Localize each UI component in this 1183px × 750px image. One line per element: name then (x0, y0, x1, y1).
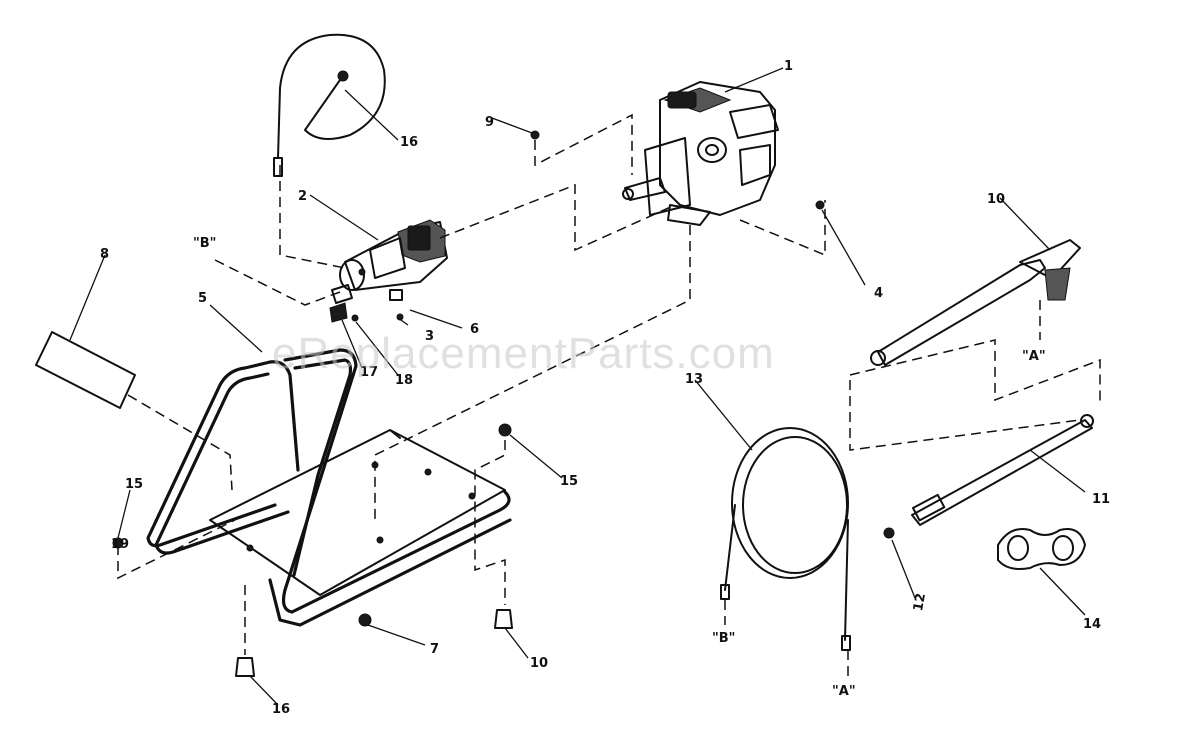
callout-7: 7 (430, 642, 439, 657)
callout-14: 14 (1083, 617, 1101, 632)
callout-11: 11 (1092, 492, 1110, 507)
callout-6: 6 (470, 322, 479, 337)
callout-labels: 1 2 3 4 5 6 7 8 9 10 10 11 12 13 14 15 1… (100, 59, 1110, 717)
callout-2: 2 (298, 189, 307, 204)
callout-18: 18 (395, 373, 413, 388)
spray-wand (911, 414, 1094, 526)
hose-coil-lower (720, 427, 851, 651)
callout-9: 9 (485, 115, 494, 130)
engine (622, 81, 779, 226)
callout-16-pump: 16 (400, 135, 418, 150)
callout-8: 8 (100, 247, 109, 262)
nozzle-holder (997, 528, 1086, 570)
callout-10-foot: 10 (530, 656, 548, 671)
watermark: eReplacementParts.com (272, 329, 775, 378)
callout-1: 1 (784, 59, 793, 74)
connector-labels: "A" "A" "B" "B" (193, 236, 1046, 699)
callout-15-left: 15 (125, 477, 143, 492)
callout-3: 3 (425, 329, 434, 344)
assembly-lines (117, 113, 1101, 678)
nozzle (883, 527, 895, 539)
connector-b-pump: "B" (193, 236, 216, 251)
hardware (112, 130, 825, 677)
callout-10-gun: 10 (987, 192, 1005, 207)
spray-gun (870, 239, 1081, 366)
decal-plate (35, 331, 136, 409)
leader-lines (69, 67, 1086, 706)
connector-a-gun: "A" (1022, 349, 1046, 364)
frame (146, 348, 512, 627)
pump (331, 219, 448, 304)
callout-12: 12 (911, 592, 929, 612)
callout-4: 4 (874, 286, 883, 301)
connector-b-hose: "B" (712, 631, 735, 646)
callout-15-right: 15 (560, 474, 578, 489)
callout-13: 13 (685, 372, 703, 387)
callout-5: 5 (198, 291, 207, 306)
hose-coil-upper (273, 33, 386, 177)
callout-19: 19 (111, 537, 129, 552)
callout-16-foot: 16 (272, 702, 290, 717)
callout-17: 17 (360, 365, 378, 380)
connector-a-hose: "A" (832, 684, 856, 699)
